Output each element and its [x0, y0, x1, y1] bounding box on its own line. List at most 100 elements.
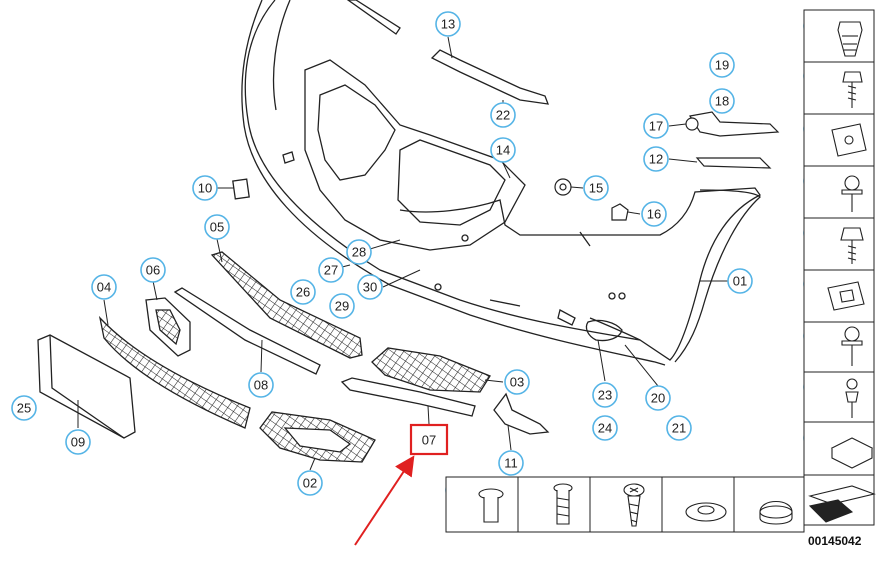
- callout-label: 22: [496, 108, 510, 123]
- callout-label: 16: [647, 207, 661, 222]
- highlight-arrow: [354, 455, 415, 546]
- callout-ring: [329, 293, 355, 319]
- callout-label: 12: [649, 152, 663, 167]
- callout-label: 13: [441, 17, 455, 32]
- callout-label: 10: [198, 181, 212, 196]
- callout-ring: [504, 369, 530, 395]
- callout-ring: [357, 274, 383, 300]
- callout-02: 02: [297, 470, 323, 496]
- callout-ring: [641, 201, 667, 227]
- callout-ring: [140, 257, 166, 283]
- callout-04: 04: [91, 274, 117, 300]
- part-02-grille: [259, 411, 376, 463]
- callout-20: 20: [645, 385, 671, 411]
- callout-label: 30: [363, 280, 377, 295]
- callout-07: 07: [422, 433, 436, 448]
- callout-label: 23: [598, 388, 612, 403]
- callout-label: 25: [17, 401, 31, 416]
- legend-icon-clip-nut-23: [831, 123, 867, 157]
- legend-side-panel: [803, 9, 875, 526]
- callout-label: 24: [598, 421, 612, 436]
- part-13-strip: [430, 49, 549, 105]
- legend-icon-screw-29: [553, 483, 573, 525]
- callout-26: 26: [290, 279, 316, 305]
- callout-25: 25: [11, 395, 37, 421]
- callout-27: 27: [318, 257, 344, 283]
- callout-ring: [346, 239, 372, 265]
- legend-icon-bolt-21: [840, 227, 864, 264]
- callout-ring: [490, 102, 516, 128]
- callout-15: 15: [583, 175, 609, 201]
- callout-label: 20: [651, 391, 665, 406]
- callout-ring: [592, 382, 618, 408]
- legend-icon-rivet-18: [845, 378, 859, 418]
- callout-label: 07: [422, 433, 436, 448]
- callout-18: 18: [709, 88, 735, 114]
- legend-icon-plug-26: [759, 500, 793, 525]
- callout-30: 30: [357, 274, 383, 300]
- callout-label: 21: [672, 421, 686, 436]
- highlight-box: [409, 423, 449, 456]
- callout-ring: [498, 450, 524, 476]
- callout-ring: [583, 175, 609, 201]
- corner-arrow-icon: [808, 485, 876, 523]
- callout-22: 22: [490, 102, 516, 128]
- part-06-side-grille: [145, 297, 191, 357]
- callout-ring: [297, 470, 323, 496]
- callout-label: 26: [296, 285, 310, 300]
- legend-icon-grommet: [837, 21, 863, 57]
- top-strip: [346, 0, 401, 35]
- part-09-plate-base: [37, 334, 136, 439]
- callout-ring: [727, 268, 753, 294]
- legend-icon-bolt-24: [842, 71, 863, 108]
- callout-label: 02: [303, 476, 317, 491]
- callout-label: 04: [97, 280, 111, 295]
- callout-label: 11: [504, 456, 518, 471]
- callout-ring: [192, 175, 218, 201]
- callout-ring: [11, 395, 37, 421]
- callout-29: 29: [329, 293, 355, 319]
- callout-label: 14: [496, 143, 510, 158]
- document-number: 00145042: [808, 534, 862, 548]
- callout-label: 28: [352, 245, 366, 260]
- callout-ring: [91, 274, 117, 300]
- legend-icon-washer-27: [685, 502, 727, 522]
- leader-lines: [77, 36, 740, 471]
- callout-16: 16: [641, 201, 667, 227]
- callout-28: 28: [346, 239, 372, 265]
- legend-icon-clip-14: [830, 437, 874, 469]
- legend-icon-nut-20: [827, 281, 865, 311]
- part-17-bracket: [685, 111, 780, 137]
- callout-12: 12: [643, 146, 669, 172]
- callout-17: 17: [643, 113, 669, 139]
- callout-ring: [490, 137, 516, 163]
- part-16-clip: [611, 203, 629, 221]
- callout-ring: [643, 113, 669, 139]
- callout-08: 08: [248, 372, 274, 398]
- callout-label: 15: [589, 181, 603, 196]
- callout-label: 27: [324, 263, 338, 278]
- callout-ring: [318, 257, 344, 283]
- callout-ring: [709, 52, 735, 78]
- callout-03: 03: [504, 369, 530, 395]
- callout-05: 05: [204, 214, 230, 240]
- part-05-grille: [210, 251, 363, 359]
- callout-ring: [248, 372, 274, 398]
- callout-label: 08: [254, 378, 268, 393]
- legend-icon-bolt-19: [841, 326, 863, 366]
- callout-ring: [290, 279, 316, 305]
- callout-ring: [709, 88, 735, 114]
- callout-label: 17: [649, 119, 663, 134]
- callout-ring: [435, 11, 461, 37]
- callout-10: 10: [192, 175, 218, 201]
- part-08-trim: [173, 287, 321, 375]
- callout-09: 09: [65, 429, 91, 455]
- callout-13: 13: [435, 11, 461, 37]
- callout-label: 05: [210, 220, 224, 235]
- callout-01: 01: [727, 268, 753, 294]
- legend-bottom-panel: [445, 476, 805, 533]
- bumper-cover: [241, 0, 761, 366]
- callout-ring: [666, 415, 692, 441]
- callout-ring: [592, 415, 618, 441]
